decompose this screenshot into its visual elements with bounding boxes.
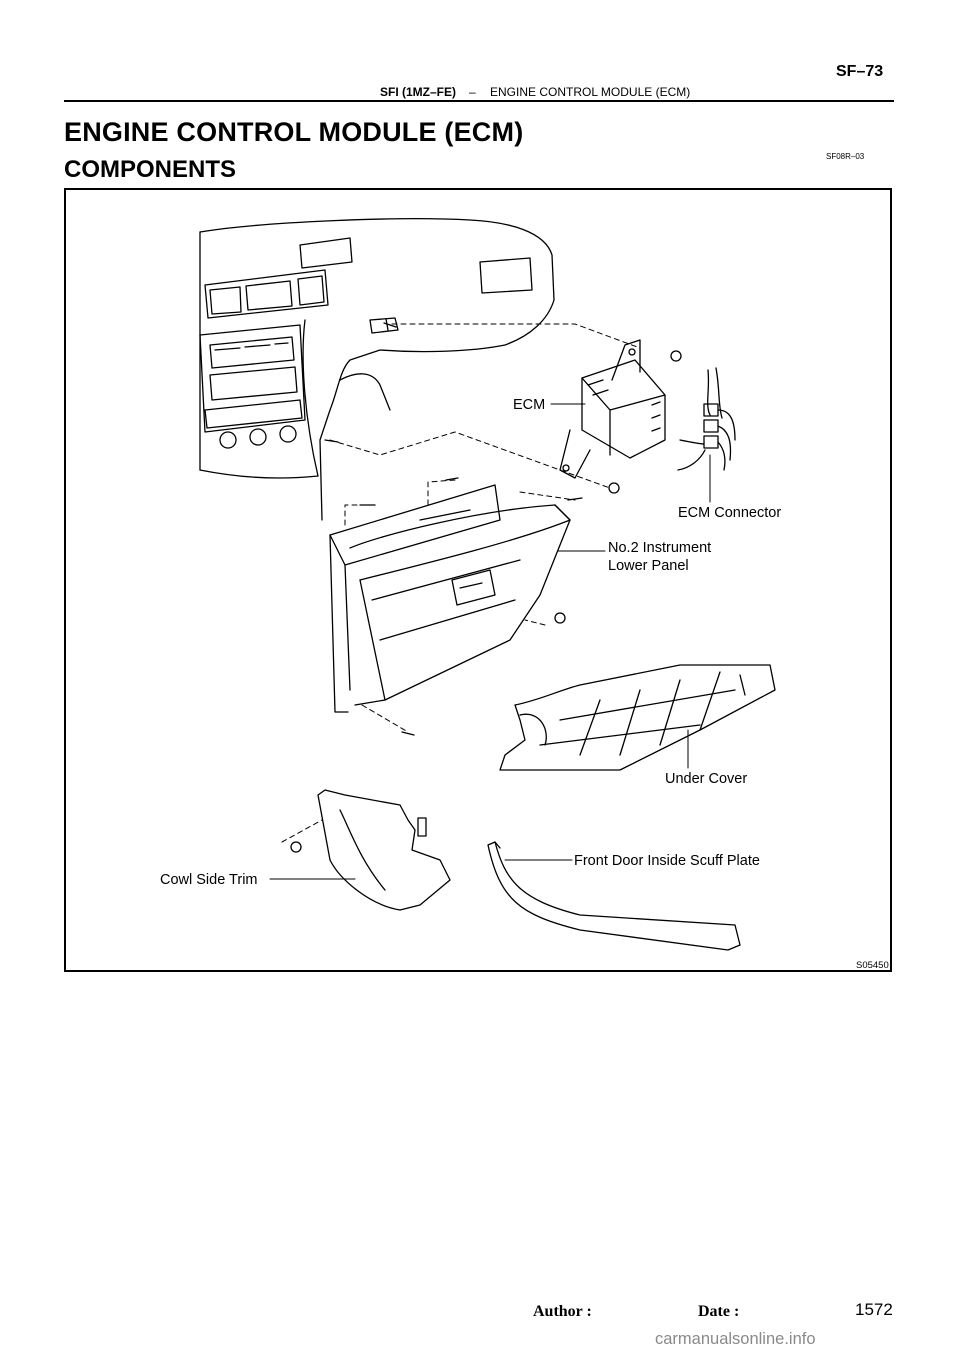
footer-page-number: 1572 xyxy=(855,1300,893,1319)
lower-panel-label-line1: No.2 Instrument xyxy=(608,540,712,556)
ecm-connector-label: ECM Connector xyxy=(678,505,782,521)
under-cover-label: Under Cover xyxy=(665,771,748,787)
watermark-text: carmanualsonline.info xyxy=(655,1330,816,1348)
cowl-side-trim-label: Cowl Side Trim xyxy=(160,872,258,888)
header-separator: – xyxy=(469,85,476,99)
fastener-drawings xyxy=(290,318,682,853)
header-section-name: SFI (1MZ–FE) xyxy=(380,85,457,99)
components-figure-frame xyxy=(64,188,892,972)
lower-panel-drawing xyxy=(329,484,571,713)
header-divider xyxy=(64,100,894,102)
label-leader-lines xyxy=(269,403,711,880)
footer-author: Author : xyxy=(533,1303,592,1320)
scuff-plate-drawing xyxy=(487,841,741,951)
figure-code: S05450 xyxy=(856,960,889,971)
header-topic: ENGINE CONTROL MODULE (ECM) xyxy=(490,85,691,99)
page-number: SF–73 xyxy=(836,63,884,80)
page-header: SF–73 SFI (1MZ–FE) – ENGINE CONTROL MODU… xyxy=(0,0,960,110)
footer-date: Date : xyxy=(698,1303,740,1320)
ecm-label: ECM xyxy=(513,397,546,413)
ecm-connector-drawing xyxy=(677,367,736,471)
cowl-trim-drawing xyxy=(317,789,451,911)
lower-panel-label-line2: Lower Panel xyxy=(608,558,689,574)
scuff-plate-label: Front Door Inside Scuff Plate xyxy=(574,853,760,869)
under-cover-drawing xyxy=(499,664,776,771)
document-code: SF08R–03 xyxy=(826,152,865,161)
installation-guide-lines xyxy=(281,323,641,843)
page-title: ENGINE CONTROL MODULE (ECM) xyxy=(64,117,524,147)
ecm-unit-drawing xyxy=(559,339,666,479)
section-title: COMPONENTS xyxy=(64,156,237,183)
dashboard-drawing xyxy=(199,218,555,521)
